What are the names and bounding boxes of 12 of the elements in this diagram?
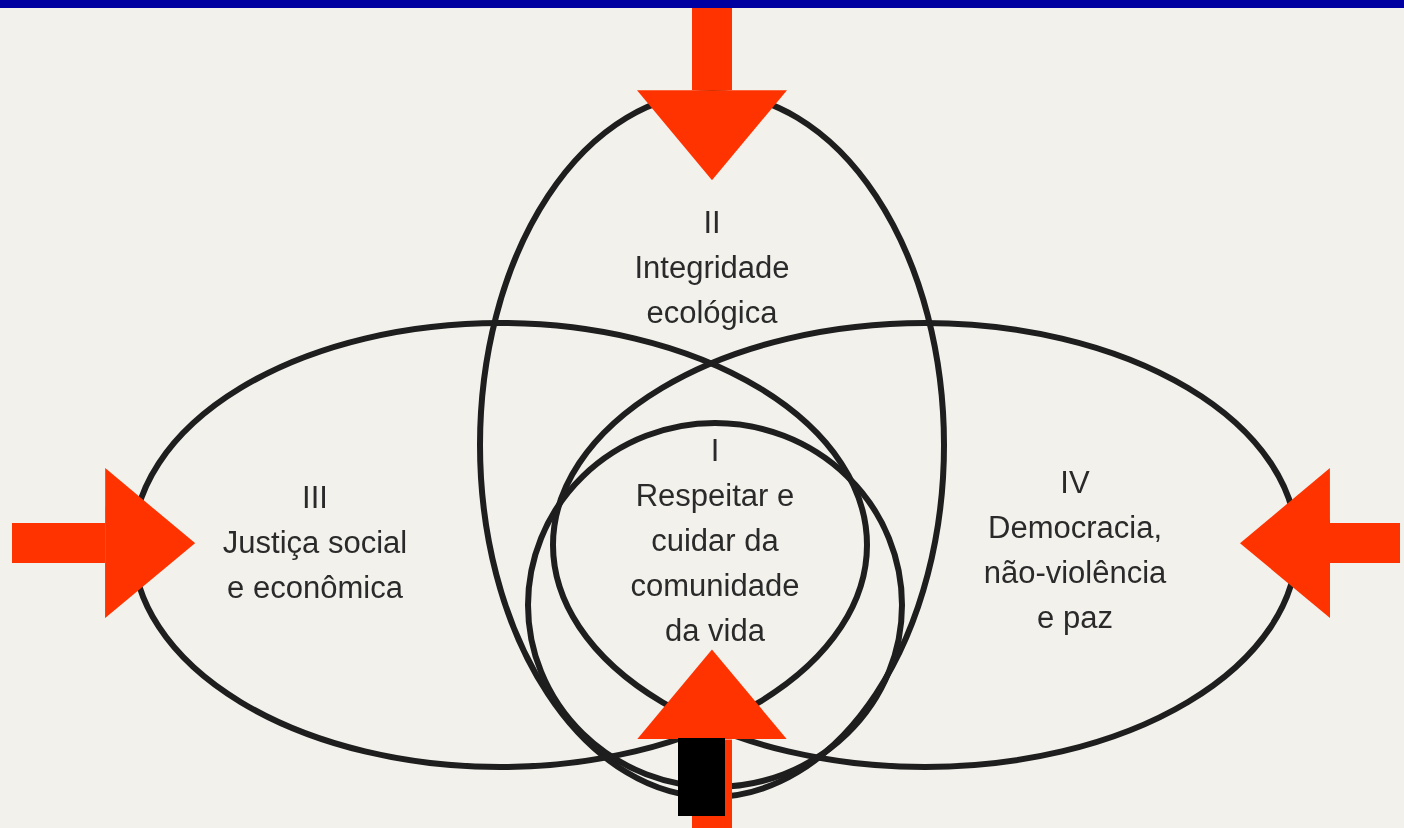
region-label: Democracia, não-violência e paz [982, 509, 1168, 637]
arrow [12, 468, 196, 619]
arrow [1240, 468, 1400, 619]
roman-numeral: II [702, 204, 722, 242]
region-label: Respeitar e cuidar da comunidade da vida [630, 477, 800, 650]
roman-numeral: III [301, 479, 329, 517]
region-label: Justiça social e econômica [221, 524, 409, 607]
roman-numeral: IV [1059, 464, 1091, 502]
region-label: Integridade ecológica [633, 249, 791, 332]
roman-numeral: I [709, 432, 721, 470]
arrow [637, 649, 787, 828]
arrow [637, 8, 787, 181]
